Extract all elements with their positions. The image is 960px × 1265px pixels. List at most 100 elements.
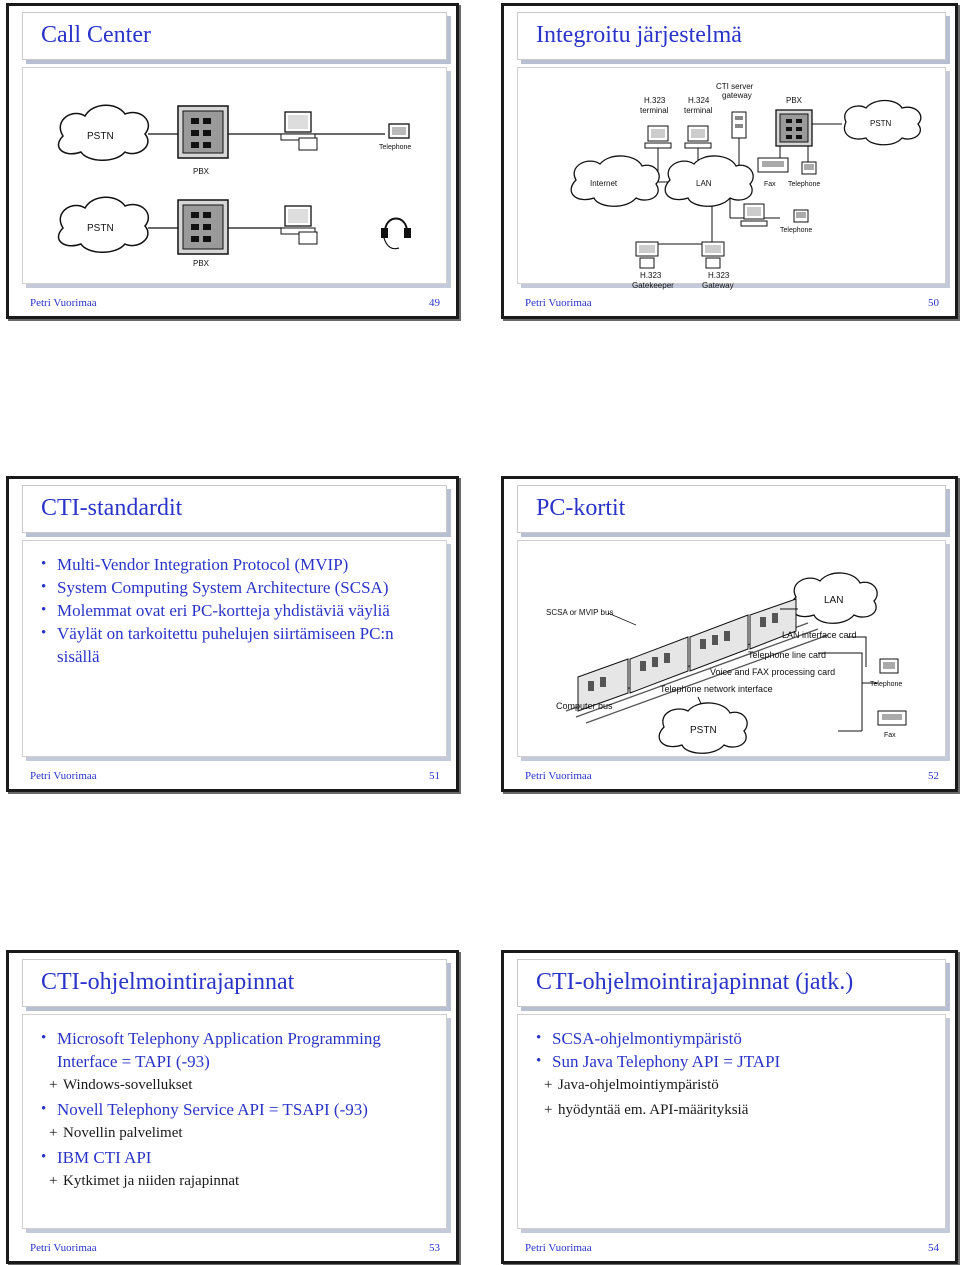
slide-title-bar: Call Center — [22, 12, 447, 60]
slide-title-bar: CTI-standardit — [22, 485, 447, 533]
slide-content: SCSA or MVIP bus LAN — [517, 540, 946, 757]
pstn-label: PSTN — [690, 725, 717, 736]
server-icon-gateway — [701, 241, 725, 269]
slide-content: H.323 terminal H.324 terminal CTI server… — [517, 67, 946, 290]
telephone-icon-top — [801, 161, 817, 175]
pstn-cloud — [658, 702, 748, 754]
voice-fax-label: Voice and FAX processing card — [710, 667, 835, 677]
bullet-item: Sun Java Telephony API = JTAPI — [536, 1050, 937, 1073]
internet-cloud — [570, 155, 660, 207]
slide-content: Microsoft Telephony Application Programm… — [22, 1014, 447, 1229]
slide-52: PC-kortit SCSA or MVIP bus LAN — [501, 476, 958, 792]
slide-title: CTI-standardit — [41, 495, 183, 521]
slide-content: SCSA-ohjelmontiympäristö Sun Java Teleph… — [517, 1014, 946, 1229]
pbx-label-bottom: PBX — [193, 259, 210, 268]
bullet-list: Microsoft Telephony Application Programm… — [41, 1027, 438, 1194]
integrated-system-diagram: H.323 terminal H.324 terminal CTI server… — [570, 82, 922, 290]
h324-terminal-label-1: H.324 — [688, 96, 710, 105]
slide-author: Petri Vuorimaa — [30, 297, 97, 309]
lan-cloud — [664, 155, 754, 207]
slide-title-bar: CTI-ohjelmointirajapinnat (jatk.) — [517, 959, 946, 1007]
slide-number: 54 — [928, 1242, 939, 1254]
bullet-item: SCSA-ohjelmontiympäristö — [536, 1027, 937, 1050]
gatekeeper-label-2: Gatekeeper — [632, 281, 674, 290]
slide-author: Petri Vuorimaa — [525, 1242, 592, 1254]
telephone-icon-bottom — [793, 209, 809, 223]
bullet-item: Molemmat ovat eri PC-kortteja yhdistäviä… — [41, 599, 438, 622]
pbx-icon-top — [177, 105, 229, 159]
slide-title-bar: Integroitu järjestelmä — [517, 12, 946, 60]
slide-50: Integroitu järjestelmä H.323 terminal H.… — [501, 3, 958, 319]
gateway-label-1: H.323 — [708, 271, 730, 280]
pstn-cloud — [843, 99, 922, 146]
lan-cloud — [790, 572, 878, 624]
computer-icon-bottom — [280, 205, 318, 245]
computer-icon-h323 — [644, 125, 672, 149]
card-icon-1 — [577, 658, 629, 712]
gateway-label-2: Gateway — [702, 281, 734, 290]
slide-title-bar: CTI-ohjelmointirajapinnat — [22, 959, 447, 1007]
slide-content: Multi-Vendor Integration Protocol (MVIP)… — [22, 540, 447, 757]
slide-number: 52 — [928, 770, 939, 782]
slide-author: Petri Vuorimaa — [525, 770, 592, 782]
slide-number: 51 — [429, 770, 440, 782]
slide-number: 49 — [429, 297, 440, 309]
call-center-diagram: PSTN PBX Telephone — [57, 104, 411, 268]
pbx-label-top: PBX — [193, 167, 210, 176]
computer-icon-lan — [740, 203, 768, 227]
slide-content: PSTN PBX Telephone — [22, 67, 447, 284]
slide-title: PC-kortit — [536, 495, 626, 521]
internet-label: Internet — [590, 179, 618, 188]
pc-cards-diagram: SCSA or MVIP bus LAN — [546, 572, 907, 754]
card-icon-2 — [629, 636, 689, 694]
telephone-label-bottom: Telephone — [780, 227, 812, 234]
bullet-item: Microsoft Telephony Application Programm… — [41, 1027, 438, 1073]
bullet-item: Multi-Vendor Integration Protocol (MVIP) — [41, 553, 438, 576]
fax-icon — [877, 710, 907, 726]
h323-terminal-label-2: terminal — [640, 106, 669, 115]
pstn-label-bottom: PSTN — [87, 223, 114, 234]
bullet-item: Novell Telephony Service API = TSAPI (-9… — [41, 1098, 438, 1121]
slide-title-bar: PC-kortit — [517, 485, 946, 533]
slide-54: CTI-ohjelmointirajapinnat (jatk.) SCSA-o… — [501, 950, 958, 1264]
bullet-item: System Computing System Architecture (SC… — [41, 576, 438, 599]
bullet-list: SCSA-ohjelmontiympäristö Sun Java Teleph… — [536, 1027, 937, 1123]
slide-author: Petri Vuorimaa — [525, 297, 592, 309]
slide-title: CTI-ohjelmointirajapinnat (jatk.) — [536, 969, 854, 995]
telephone-label-top: Telephone — [788, 181, 820, 188]
computer-bus-label: Computer bus — [556, 701, 613, 711]
network-if-label: Telephone network interface — [660, 684, 773, 694]
pbx-icon — [775, 109, 813, 147]
slide-51: CTI-standardit Multi-Vendor Integration … — [6, 476, 459, 792]
server-icon-cti — [731, 111, 747, 139]
bullet-item: IBM CTI API — [41, 1146, 438, 1169]
server-icon-gatekeeper — [635, 241, 659, 269]
telephone-label: Telephone — [379, 144, 411, 151]
pstn-cloud-bottom — [57, 196, 150, 253]
telephone-label: Telephone — [870, 681, 902, 688]
lan-label: LAN — [824, 595, 843, 606]
h323-terminal-label-1: H.323 — [644, 96, 666, 105]
slide-author: Petri Vuorimaa — [30, 770, 97, 782]
bullet-list: Multi-Vendor Integration Protocol (MVIP)… — [41, 553, 438, 668]
fax-label: Fax — [764, 181, 776, 188]
lan-card-label: LAN interface card — [782, 630, 857, 640]
slide-author: Petri Vuorimaa — [30, 1242, 97, 1254]
cti-server-label-2: gateway — [722, 91, 752, 100]
telephone-icon — [879, 658, 899, 674]
sub-bullet-item: Windows-sovellukset — [41, 1073, 438, 1098]
gatekeeper-label-1: H.323 — [640, 271, 662, 280]
lan-label: LAN — [696, 179, 712, 188]
bullet-item: Väylät on tarkoitettu puhelujen siirtämi… — [41, 622, 438, 668]
pbx-label: PBX — [786, 96, 803, 105]
telephone-icon-top — [388, 123, 410, 139]
pstn-cloud-top — [57, 104, 150, 161]
slide-title: Call Center — [41, 22, 151, 48]
card-icon-4 — [749, 598, 797, 650]
line-card-label: Telephone line card — [748, 650, 826, 660]
slide-53: CTI-ohjelmointirajapinnat Microsoft Tele… — [6, 950, 459, 1264]
pbx-icon-bottom — [177, 199, 229, 255]
bus-label: SCSA or MVIP bus — [546, 608, 613, 617]
computer-icon-top — [280, 111, 318, 151]
slide-title: Integroitu järjestelmä — [536, 22, 742, 48]
